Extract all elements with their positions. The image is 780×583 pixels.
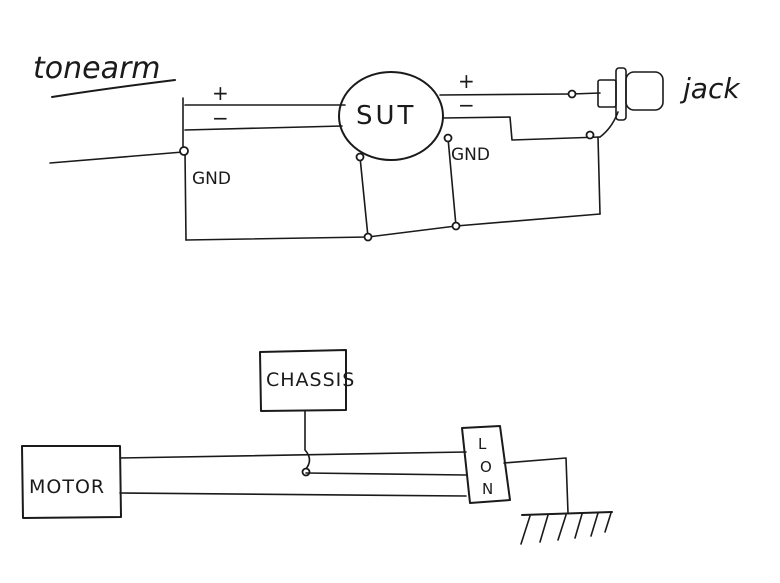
jack-label: jack — [679, 72, 741, 105]
solder-joint — [585, 130, 595, 140]
earth-symbol-hatches — [520, 512, 612, 545]
solder-joint — [179, 146, 189, 156]
ground-rail-bottom — [185, 213, 601, 241]
solder-joint — [567, 89, 577, 99]
plus-left-label: + — [212, 81, 229, 105]
gnd-right-label: GND — [451, 145, 490, 165]
solder-joint — [301, 467, 311, 477]
chassis-to-switch-wire — [305, 472, 467, 476]
jack-barrel — [597, 79, 617, 108]
sut-label: SUT — [356, 101, 416, 131]
solder-joint — [355, 152, 365, 162]
solder-joint — [443, 133, 453, 143]
switch-label-o: O — [480, 458, 492, 476]
tonearm-gnd-wire — [49, 151, 184, 164]
sut-transformer — [338, 71, 444, 161]
solder-joint — [451, 221, 461, 231]
chassis-ground-wire — [304, 410, 311, 471]
minus-right-label: − — [458, 93, 475, 117]
jack-body — [625, 71, 664, 111]
sut-gnd-leg-right — [447, 137, 457, 227]
motor-box — [21, 445, 122, 519]
mains-plug-lon — [461, 425, 511, 504]
ground-rail-right — [597, 136, 601, 215]
output-plus-wire — [439, 93, 573, 96]
chassis-label: CHASSIS — [266, 369, 355, 391]
earth-symbol-bar — [521, 511, 613, 516]
output-minus-wire — [442, 116, 601, 141]
plus-right-label: + — [458, 69, 475, 93]
jack-pin-wire — [571, 92, 601, 95]
switch-label-l: L — [478, 435, 487, 453]
earth-wire — [503, 457, 569, 514]
motor-label: MOTOR — [29, 476, 105, 498]
ground-rail-left — [184, 151, 187, 241]
tonearm-label: tonearm — [33, 51, 161, 86]
solder-joint — [363, 232, 373, 242]
chassis-box — [259, 349, 347, 412]
gnd-left-label: GND — [192, 169, 231, 189]
jack-ground-lug — [599, 111, 619, 138]
switch-label-n: N — [482, 480, 493, 498]
motor-neutral-wire — [119, 492, 467, 497]
motor-line-wire — [119, 451, 467, 459]
tonearm-minus-wire — [184, 125, 343, 131]
title-underline — [51, 79, 176, 98]
sut-gnd-leg-left — [359, 156, 369, 238]
minus-left-label: − — [212, 106, 229, 130]
